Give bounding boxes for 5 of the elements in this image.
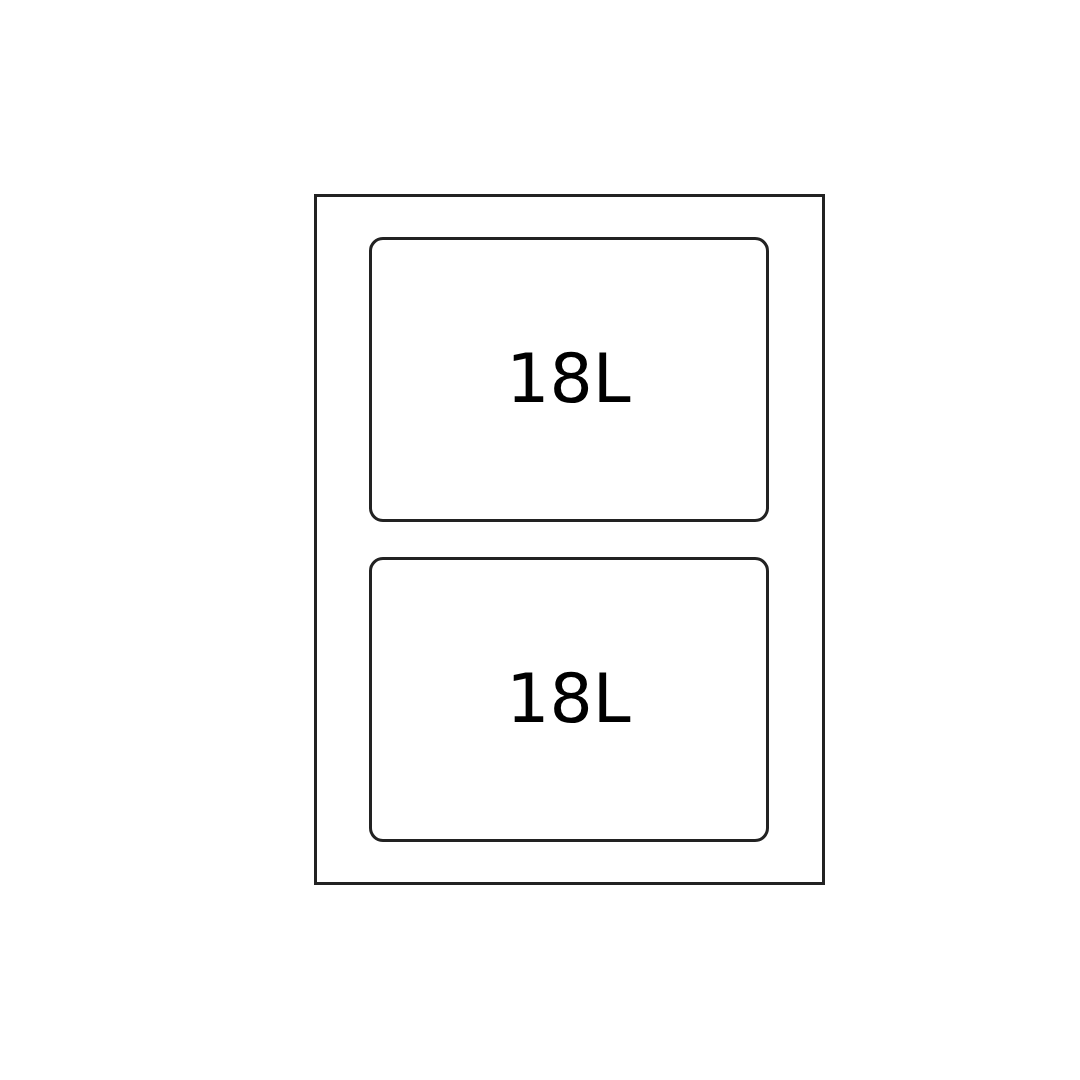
cabinet-frame [314, 194, 825, 885]
bin-compartment [368, 236, 769, 522]
capacity-label: 18L [505, 665, 632, 733]
bin-compartment [368, 556, 769, 842]
capacity-label: 18L [505, 345, 632, 413]
